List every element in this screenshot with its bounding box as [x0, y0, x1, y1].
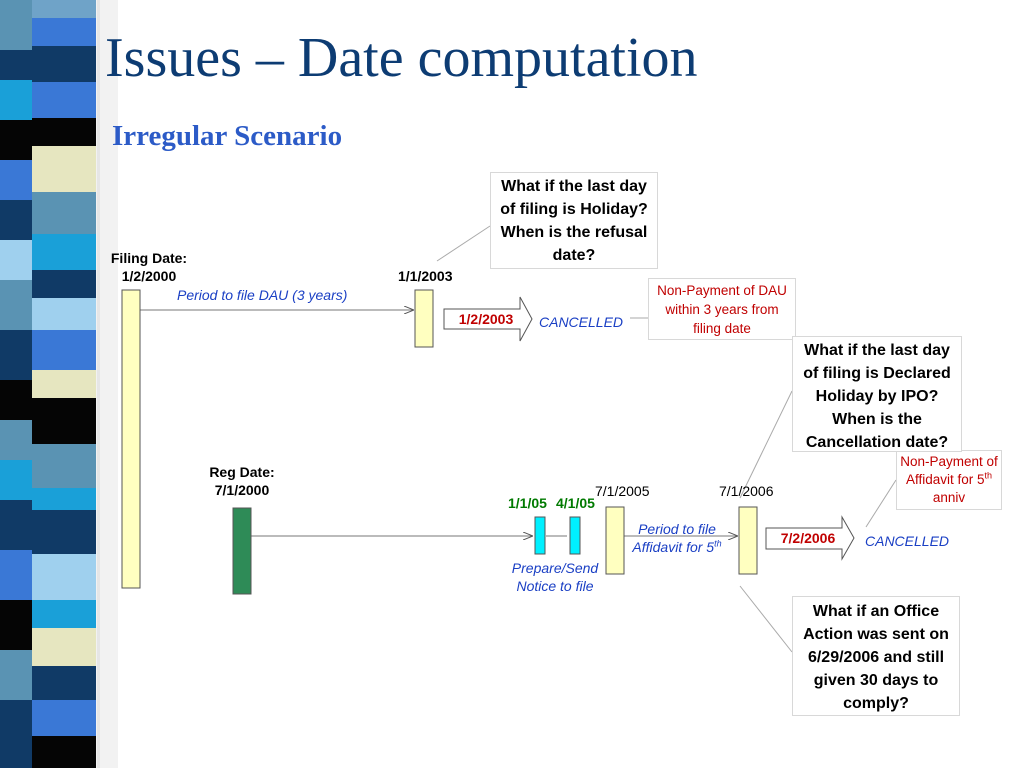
stripe-block	[32, 554, 96, 600]
note2-connector	[865, 479, 897, 528]
stripe-shadow	[96, 0, 118, 768]
stripe-edge-block	[0, 50, 32, 80]
stripe-block	[32, 146, 96, 192]
stripe-edge-block	[0, 330, 32, 380]
stripe-divider	[97, 0, 100, 768]
stripe-block	[32, 192, 96, 234]
question3-connector	[739, 585, 793, 653]
stripe-block	[32, 370, 96, 398]
question1-connector	[436, 225, 491, 262]
stripe-block	[32, 488, 96, 510]
cancelled-label-2: CANCELLED	[865, 533, 950, 549]
notice-label: Prepare/Send Notice to file	[511, 560, 599, 594]
stripe-block	[32, 510, 96, 554]
stripe-block	[32, 234, 96, 270]
end-2003-bar	[414, 289, 434, 348]
affidavit-nonpayment-note: Non-Payment of Affidavit for 5th anniv	[896, 450, 1002, 510]
stripe-edge-block	[0, 650, 32, 700]
notice-date-2: 4/1/05	[556, 495, 595, 511]
declared-holiday-question-box: What if the last day of filing is Declar…	[792, 336, 962, 452]
stripe-edge-block	[0, 0, 32, 50]
stripe-block	[32, 118, 96, 146]
date-2006-label: 7/1/2006	[719, 483, 774, 499]
notice-bar-1	[534, 516, 546, 555]
slide-subtitle: Irregular Scenario	[112, 120, 343, 152]
date-2006-bar	[738, 506, 758, 575]
stripe-edge-block	[0, 460, 32, 500]
date-2005-label: 7/1/2005	[595, 483, 650, 499]
holiday-question-box: What if the last day of filing is Holida…	[490, 172, 658, 269]
cancelled-label-1: CANCELLED	[539, 314, 624, 330]
stripe-block	[32, 398, 96, 444]
stripe-block	[32, 666, 96, 700]
stripe-edge-block	[0, 420, 32, 460]
stripe-block	[32, 46, 96, 82]
dau-nonpayment-note: Non-Payment of DAU within 3 years from f…	[648, 278, 796, 340]
stripe-block	[32, 330, 96, 370]
stripe-edge-block	[0, 380, 32, 420]
notice-bar-2	[569, 516, 581, 555]
date-2005-bar	[605, 506, 625, 575]
stripe-block	[32, 628, 96, 666]
affidavit-period-label: Period to file Affidavit for 5th	[632, 521, 722, 555]
dau-period-label: Period to file DAU (3 years)	[177, 287, 348, 303]
reg-date-label: Reg Date: 7/1/2000	[209, 464, 275, 498]
stripe-block	[32, 82, 96, 118]
stripe-block	[32, 700, 96, 736]
stripe-block	[32, 0, 96, 18]
slide-title: Issues – Date computation	[105, 27, 698, 89]
question2-connector	[739, 390, 793, 499]
stripe-block	[32, 600, 96, 628]
arrow-2006-shape	[765, 515, 855, 561]
stripe-block	[32, 270, 96, 298]
notice-date-1: 1/1/05	[508, 495, 547, 511]
stripe-edge-block	[0, 120, 32, 160]
arrow-date-2006: 7/2/2006	[780, 530, 836, 546]
stripe-edge-block	[0, 500, 32, 550]
stripe-edge-block	[0, 160, 32, 200]
office-action-question-box: What if an Office Action was sent on 6/2…	[792, 596, 960, 716]
stripe-edge-block	[0, 80, 32, 120]
stripe-block	[32, 736, 96, 768]
stripe-edge-block	[0, 550, 32, 600]
stripe-block	[32, 18, 96, 46]
reg-date-bar	[232, 507, 252, 595]
stripe-edge-block	[0, 200, 32, 240]
stripe-edge-block	[0, 700, 32, 768]
filing-date-label: Filing Date: 1/2/2000	[110, 250, 188, 284]
stripe-edge-block	[0, 280, 32, 330]
stripe-block	[32, 444, 96, 488]
date-2003-label: 1/1/2003	[398, 268, 453, 284]
stripe-edge-block	[0, 240, 32, 280]
decorative-stripe	[0, 0, 118, 768]
filing-date-bar	[121, 289, 141, 589]
stripe-block	[32, 298, 96, 330]
arrow-date-2003: 1/2/2003	[458, 311, 514, 327]
stripe-edge-block	[0, 600, 32, 650]
arrow-2003-shape	[443, 296, 533, 342]
